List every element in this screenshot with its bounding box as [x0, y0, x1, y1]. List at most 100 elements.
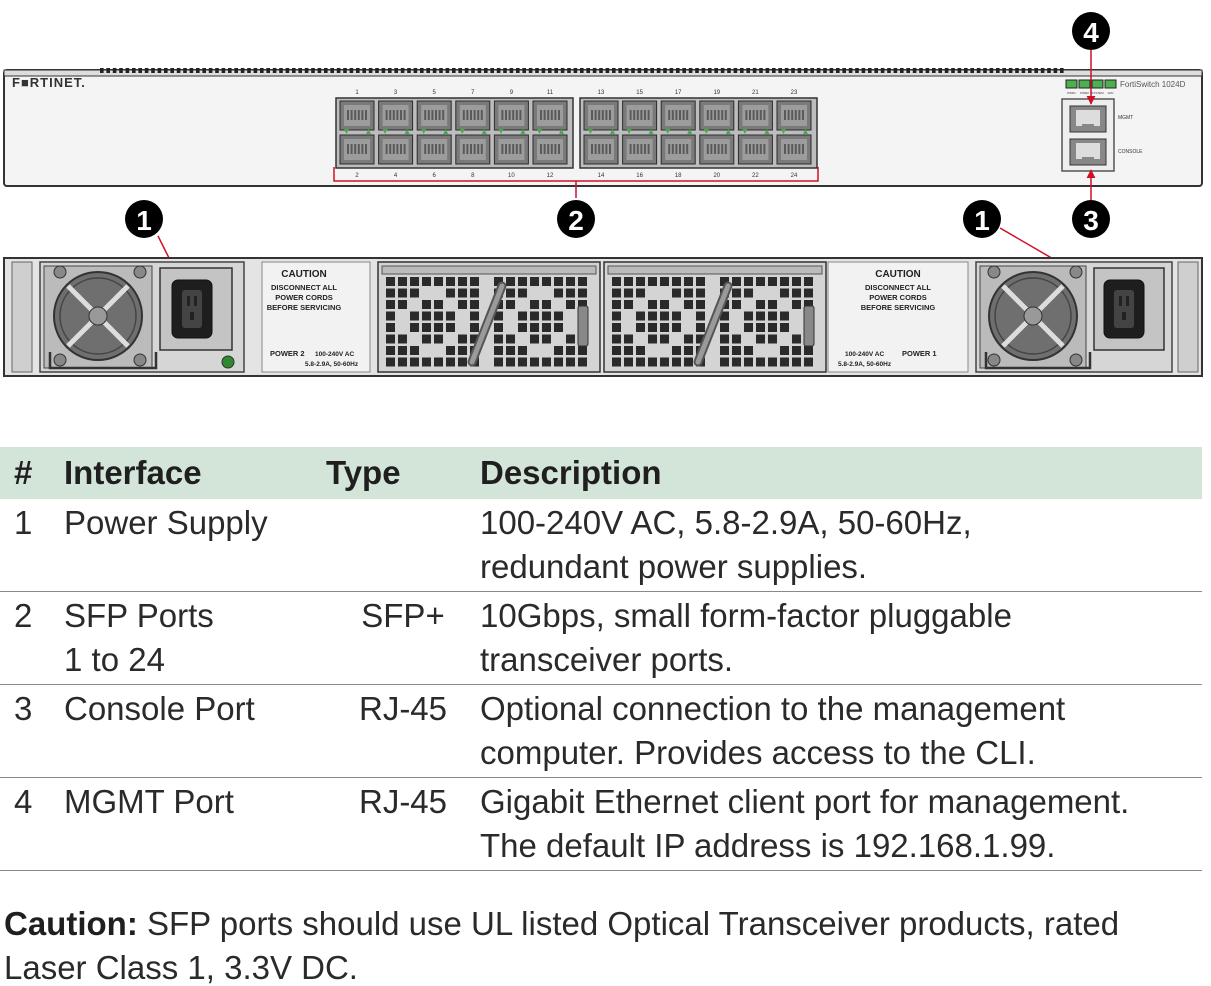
sfp-port[interactable]: [660, 100, 696, 131]
port-number-label: 22: [752, 173, 759, 179]
row-type: SFP+: [361, 597, 445, 634]
svg-text:DISCONNECT ALL: DISCONNECT ALL: [271, 283, 337, 292]
brand-logo: F■RTINET.: [12, 75, 86, 90]
port-number-label: 24: [791, 173, 798, 179]
sfp-port[interactable]: [583, 100, 619, 131]
row-description: 10Gbps, small form-factor pluggable tran…: [480, 597, 1012, 678]
svg-text:3: 3: [1083, 205, 1099, 236]
sfp-port[interactable]: [532, 134, 568, 165]
row-description: Gigabit Ethernet client port for managem…: [480, 783, 1130, 864]
sfp-port[interactable]: [583, 134, 619, 165]
sfp-port[interactable]: [776, 100, 812, 131]
status-led: [1091, 79, 1104, 89]
sfp-port[interactable]: [660, 134, 696, 165]
row-interface: Console Port: [64, 690, 255, 727]
sfp-port[interactable]: [622, 134, 658, 165]
led-label: FAN: [1108, 91, 1114, 95]
sfp-port[interactable]: [622, 100, 658, 131]
port-number-label: 18: [675, 173, 682, 179]
row-type: [326, 499, 480, 592]
sfp-port[interactable]: [737, 134, 773, 165]
svg-text:BEFORE SERVICING: BEFORE SERVICING: [267, 303, 342, 312]
table-header-row: # Interface Type Description: [0, 447, 1202, 499]
caution-label-left: CAUTION DISCONNECT ALL POWER CORDS BEFOR…: [261, 261, 371, 373]
led-label: SYSTEM: [1091, 91, 1104, 95]
sfp-port[interactable]: [378, 134, 414, 165]
sfp-port[interactable]: [339, 134, 375, 165]
row-type: RJ-45: [358, 783, 448, 820]
sfp-port[interactable]: [493, 134, 529, 165]
mgmt-port[interactable]: [1069, 105, 1107, 133]
sfp-port-block: [335, 97, 818, 169]
row-description: 100-240V AC, 5.8-2.9A, 50-60Hz, redundan…: [480, 504, 972, 585]
port-number-label: 6: [433, 173, 437, 179]
sfp-port[interactable]: [378, 100, 414, 131]
sfp-port[interactable]: [737, 100, 773, 131]
port-number-label: 9: [510, 90, 514, 96]
svg-text:100-240V AC: 100-240V AC: [845, 351, 884, 358]
port-number-label: 11: [547, 90, 554, 96]
port-number-label: 1: [355, 90, 359, 96]
callout-3: 3: [1072, 169, 1110, 238]
svg-text:BEFORE SERVICING: BEFORE SERVICING: [861, 303, 936, 312]
port-number-label: 12: [547, 173, 554, 179]
svg-text:POWER CORDS: POWER CORDS: [869, 293, 927, 302]
svg-text:DISCONNECT ALL: DISCONNECT ALL: [865, 283, 931, 292]
port-number-label: 15: [636, 90, 643, 96]
sfp-port[interactable]: [416, 100, 452, 131]
sfp-port[interactable]: [493, 100, 529, 131]
row-num: 2: [14, 597, 33, 634]
sfp-port[interactable]: [699, 100, 735, 131]
svg-text:1: 1: [136, 205, 152, 236]
led-label: PWR1: [1067, 91, 1076, 95]
front-vent-strip: [100, 68, 1064, 73]
header-type: Type: [326, 447, 480, 499]
row-num: 4: [14, 783, 33, 820]
port-number-label: 7: [471, 90, 475, 96]
svg-text:CAUTION: CAUTION: [875, 269, 921, 280]
svg-text:2: 2: [568, 205, 584, 236]
port-number-label: 2: [355, 173, 359, 179]
port-number-label: 3: [394, 90, 398, 96]
row-interface: MGMT Port: [64, 783, 234, 820]
row-type: RJ-45: [358, 690, 448, 727]
svg-text:POWER 1: POWER 1: [902, 349, 937, 358]
svg-text:CAUTION: CAUTION: [281, 269, 327, 280]
port-number-label: 20: [713, 173, 720, 179]
caution-text: SFP ports should use UL listed Optical T…: [4, 905, 1120, 986]
status-led: [1078, 79, 1091, 89]
mgmt-label: MGMT: [1118, 115, 1133, 121]
power-supply-2: [39, 261, 245, 373]
callout-4: 4: [1072, 12, 1110, 105]
sfp-port[interactable]: [699, 134, 735, 165]
sfp-port[interactable]: [532, 100, 568, 131]
header-num: #: [0, 447, 64, 499]
fan-tray-2: [603, 261, 827, 373]
sfp-port[interactable]: [416, 134, 452, 165]
table-row: 2 SFP Ports 1 to 24 SFP+ 10Gbps, small f…: [0, 592, 1202, 685]
svg-text:POWER CORDS: POWER CORDS: [275, 293, 333, 302]
svg-text:5.8-2.9A, 50-60Hz: 5.8-2.9A, 50-60Hz: [305, 361, 359, 368]
svg-text:4: 4: [1083, 17, 1099, 48]
port-number-label: 5: [433, 90, 437, 96]
console-port[interactable]: [1069, 138, 1107, 166]
power-supply-1: [975, 261, 1173, 373]
port-number-label: 23: [791, 90, 798, 96]
sfp-port[interactable]: [455, 134, 491, 165]
caution-label: Caution:: [4, 905, 138, 942]
svg-text:5.8-2.9A, 50-60Hz: 5.8-2.9A, 50-60Hz: [838, 361, 892, 368]
port-number-label: 19: [713, 90, 720, 96]
status-led: [1065, 79, 1078, 89]
sfp-port[interactable]: [776, 134, 812, 165]
header-interface: Interface: [64, 447, 326, 499]
caution-label-right: CAUTION DISCONNECT ALL POWER CORDS BEFOR…: [827, 261, 969, 373]
port-number-label: 13: [598, 90, 605, 96]
sfp-port[interactable]: [339, 100, 375, 131]
row-interface: SFP Ports 1 to 24: [64, 597, 214, 678]
svg-text:100-240V AC: 100-240V AC: [315, 351, 354, 358]
sfp-port[interactable]: [455, 100, 491, 131]
